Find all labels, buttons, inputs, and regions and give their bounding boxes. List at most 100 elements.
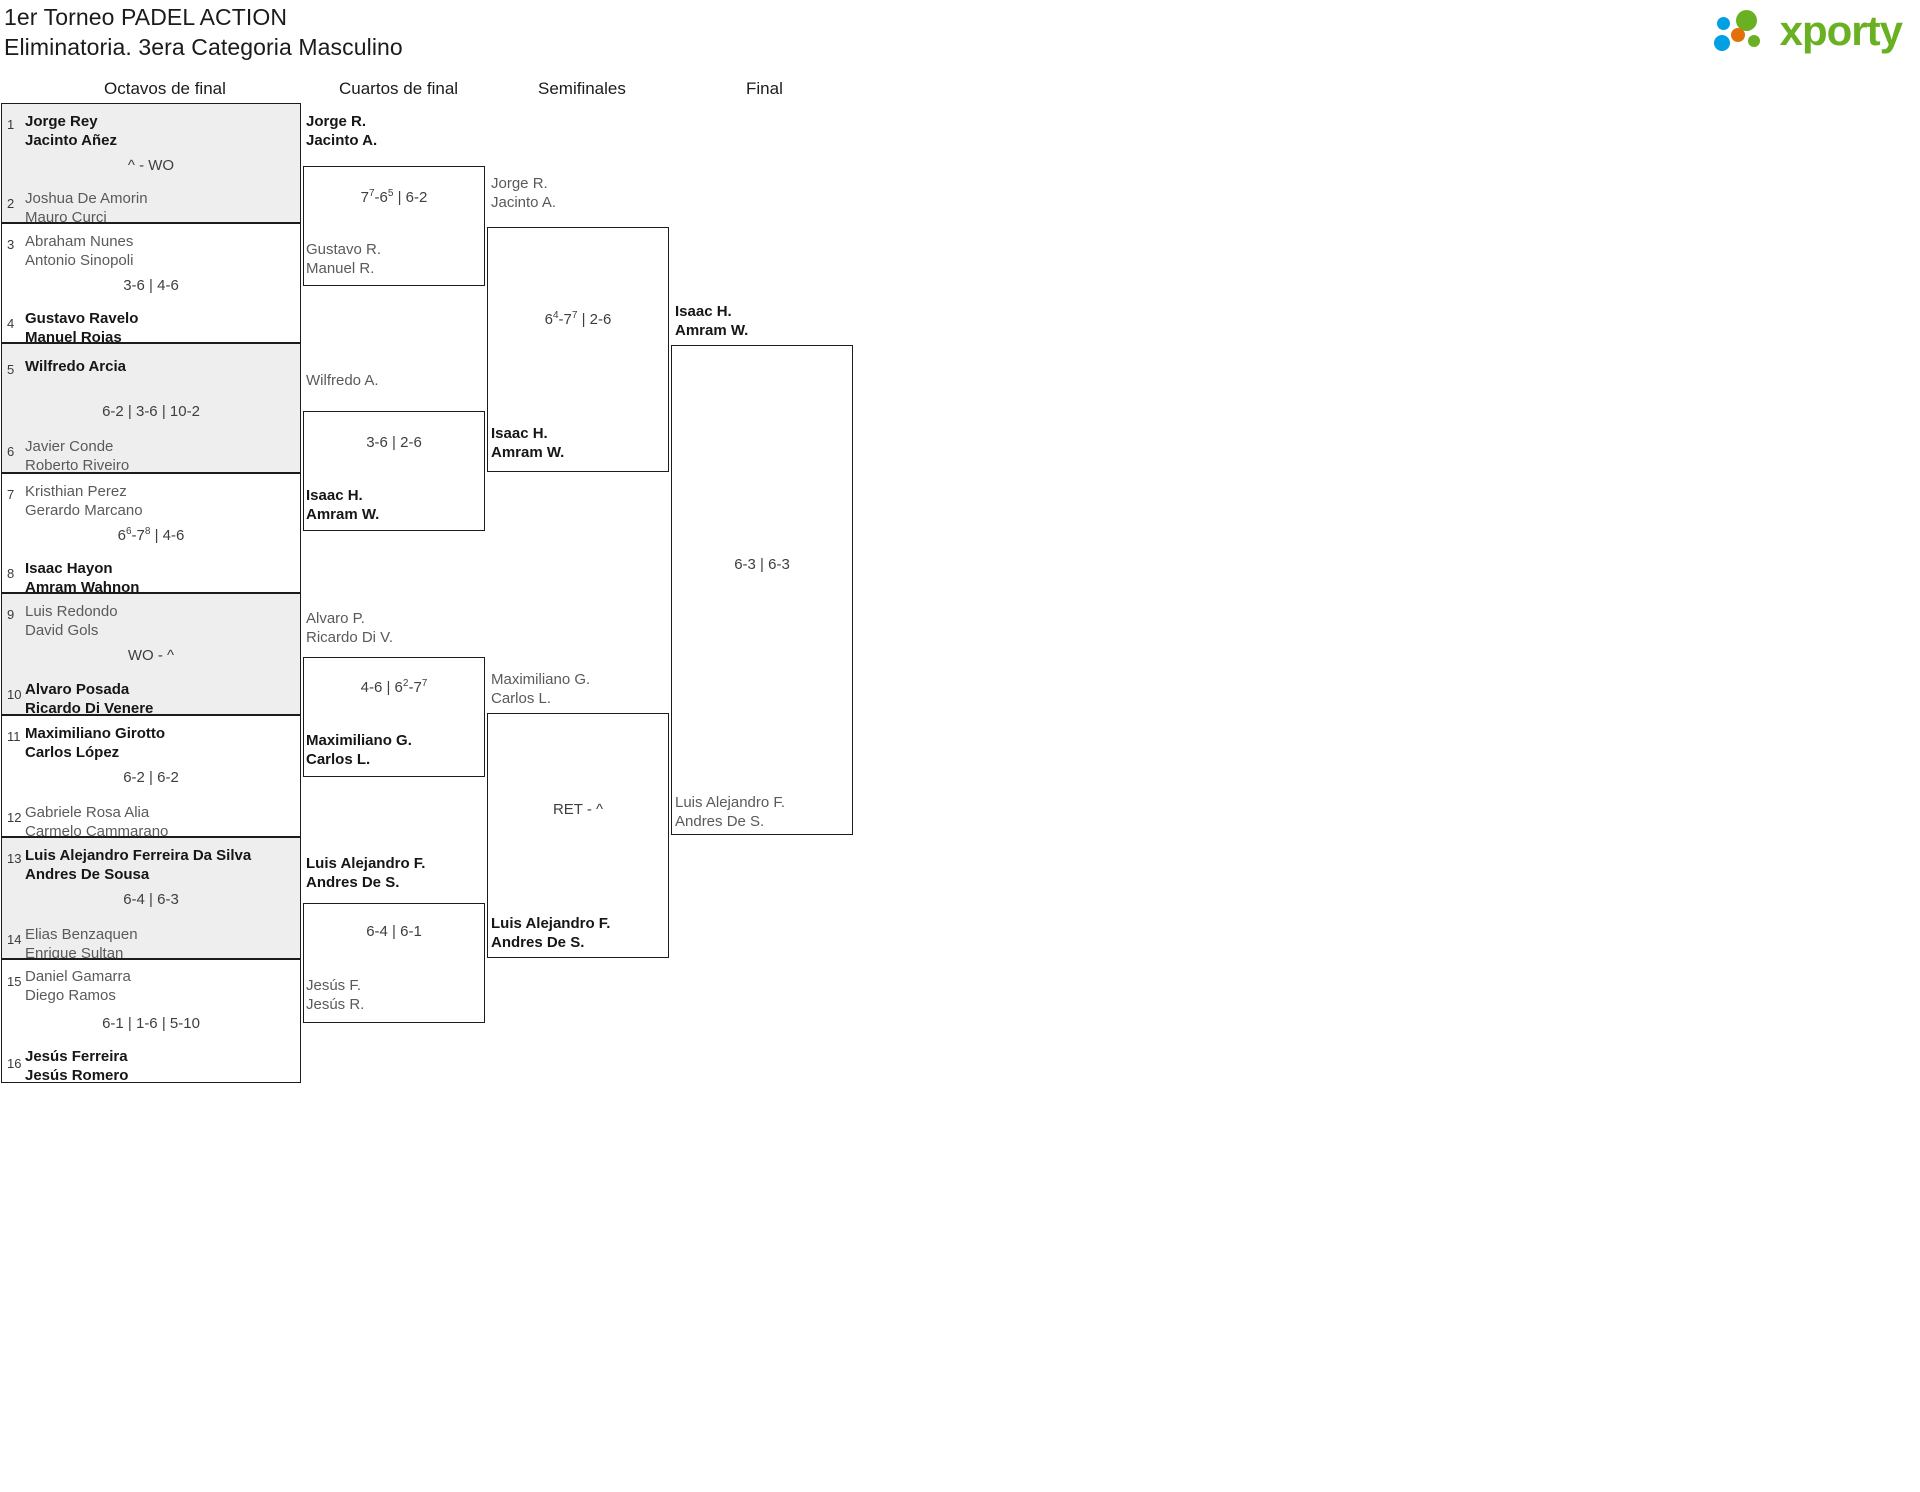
seed-number: 5	[7, 362, 15, 377]
team-player-1: Alvaro Posada	[25, 681, 130, 698]
qf-match-3-top-team-second: Ricardo Di V.	[306, 628, 393, 647]
round-header-cuartos: Cuartos de final	[339, 79, 459, 98]
round-header-final: Final	[746, 79, 783, 98]
tournament-name: 1er Torneo PADEL ACTION	[4, 4, 288, 30]
team-player-2: Roberto Riveiro	[25, 457, 130, 474]
sf-match-2-top-team[interactable]: Maximiliano G. Carlos L.	[491, 670, 590, 708]
round-header-semifinales: Semifinales	[538, 79, 626, 98]
team-player-1: Luis Redondo	[25, 603, 118, 620]
team-player-1: Gustavo Ravelo	[25, 310, 139, 327]
sf-match-1-top-team[interactable]: Jorge R. Jacinto A.	[491, 174, 556, 212]
team-player-1: Maximiliano Girotto	[25, 725, 166, 742]
team-player-2: Jesús R.	[306, 996, 365, 1013]
qf-match-4-bracket	[303, 903, 485, 1023]
qf-match-4-score: 6-4 | 6-1	[366, 923, 422, 940]
r16-match-8[interactable]: 15 Daniel Gamarra Diego Ramos 6-1 | 1-6 …	[1, 959, 301, 1084]
team-player-2: Carmelo Cammarano	[25, 823, 169, 840]
r16-match-5[interactable]: 9 Luis Redondo David Gols WO - ^ 10 Alva…	[1, 593, 301, 717]
team-player-2: Jacinto A.	[491, 194, 557, 211]
sf-match-1-bottom-team[interactable]: Isaac H. Amram W.	[491, 424, 564, 462]
seed-number: 8	[7, 566, 15, 581]
round-header-octavos: Octavos de final	[104, 79, 226, 98]
qf-match-2-bracket	[303, 411, 485, 531]
qf-match-1-bottom-team[interactable]: Gustavo R. Manuel R.	[306, 240, 381, 278]
match-score: 3-6 | 4-6	[123, 277, 179, 294]
seed-number: 2	[7, 196, 15, 211]
team-player-1: Jesús Ferreira	[25, 1048, 128, 1065]
match-score: 6-4 | 6-3	[123, 891, 179, 908]
final-top-team[interactable]: Isaac H. Amram W.	[675, 302, 748, 340]
match-score: WO - ^	[127, 647, 175, 664]
seed-number: 1	[7, 117, 15, 132]
page-title: 1er Torneo PADEL ACTION Eliminatoria. 3e…	[4, 2, 403, 62]
team-player-1: Jorge R.	[306, 113, 367, 130]
team-player-1: Wilfredo Arcia	[25, 358, 126, 375]
team-player-2: Amram Wahnon	[25, 579, 140, 596]
seed-number: 12	[7, 810, 22, 825]
qf-match-3-score: 4-6 | 62-77	[360, 678, 428, 697]
qf-match-1-top-team[interactable]: Jorge R. Jacinto A.	[306, 112, 377, 150]
qf-match-3-bottom-team[interactable]: Maximiliano G. Carlos L.	[306, 731, 412, 769]
team-player-2: Jacinto A.	[306, 132, 378, 149]
seed-number: 10	[7, 687, 22, 702]
team-player-1: Maximiliano G.	[306, 732, 412, 749]
team-player-2: Carlos L.	[306, 751, 371, 768]
qf-match-2-bottom-team[interactable]: Isaac H. Amram W.	[306, 486, 379, 524]
xporty-dots-icon	[1713, 8, 1772, 54]
team-player-1: Gustavo R.	[306, 241, 382, 258]
r16-match-2[interactable]: 3 Abraham Nunes Antonio Sinopoli 3-6 | 4…	[1, 223, 301, 346]
qf-match-4-bottom-team[interactable]: Jesús F. Jesús R.	[306, 976, 364, 1014]
team-player-2: Carlos López	[25, 744, 120, 761]
seed-number: 11	[7, 729, 21, 744]
sf-match-1-score: 64-77 | 2-6	[544, 310, 612, 329]
team-player-2: Ricardo Di V.	[306, 629, 393, 646]
qf-match-1-score: 77-65 | 6-2	[360, 188, 428, 207]
seed-number: 15	[7, 974, 22, 989]
qf-match-2-top-team[interactable]: Wilfredo A.	[306, 371, 379, 390]
team-player-1: Wilfredo A.	[306, 372, 379, 389]
team-player-2: Enrique Sultan	[25, 945, 124, 962]
final-bracket	[671, 345, 853, 835]
seed-number: 3	[7, 237, 15, 252]
team-player-2: Diego Ramos	[25, 987, 116, 1004]
seed-number: 4	[7, 316, 15, 331]
team-player-2: Gerardo Marcano	[25, 502, 143, 519]
team-player-1: Javier Conde	[25, 438, 114, 455]
r16-match-4[interactable]: 7 Kristhian Perez Gerardo Marcano 66-78 …	[1, 473, 301, 596]
team-player-2: Jesús Romero	[25, 1067, 129, 1084]
team-player-1: Jorge Rey	[25, 113, 98, 130]
team-player-2: Amram W.	[306, 506, 380, 523]
team-player-2: David Gols	[25, 622, 99, 639]
team-player-2: Andres De S.	[306, 874, 400, 891]
seed-number: 6	[7, 444, 15, 459]
team-player-1: Abraham Nunes	[25, 233, 134, 250]
team-player-2: Jacinto Añez	[25, 132, 117, 149]
seed-number: 16	[7, 1056, 22, 1071]
r16-match-7[interactable]: 13 Luis Alejandro Ferreira Da Silva Andr…	[1, 837, 301, 962]
match-score: 66-78 | 4-6	[117, 526, 185, 545]
xporty-logo: xporty	[1713, 8, 1903, 54]
seed-number: 14	[7, 932, 22, 947]
team-player-2: Amram W.	[491, 444, 565, 461]
qf-match-2-score: 3-6 | 2-6	[366, 434, 422, 451]
team-player-2: Ricardo Di Venere	[25, 700, 154, 717]
team-player-1: Kristhian Perez	[25, 483, 127, 500]
team-player-2: Amram W.	[675, 322, 749, 339]
team-player-2: Antonio Sinopoli	[25, 252, 134, 269]
r16-match-3[interactable]: 5 Wilfredo Arcia 6-2 | 3-6 | 10-2 6 Javi…	[1, 343, 301, 474]
tournament-category: Eliminatoria. 3era Categoria Masculino	[4, 34, 403, 60]
team-player-2: Mauro Curci	[25, 209, 107, 226]
seed-number: 7	[7, 487, 15, 502]
r16-match-1[interactable]: 1 Jorge Rey Jacinto Añez ^ - WO 2 Joshua…	[1, 103, 301, 226]
sf-match-2-bracket	[487, 713, 669, 958]
final-bottom-team[interactable]: Luis Alejandro F. Andres De S.	[675, 793, 785, 831]
team-player-2: Manuel Rojas	[25, 329, 122, 346]
qf-match-3-top-team[interactable]: Alvaro P.	[306, 609, 365, 628]
team-player-1: Isaac Hayon	[25, 560, 113, 577]
qf-match-4-top-team[interactable]: Luis Alejandro F. Andres De S.	[306, 854, 425, 892]
sf-match-2-bottom-team[interactable]: Luis Alejandro F. Andres De S.	[491, 914, 610, 952]
team-player-1: Elias Benzaquen	[25, 926, 138, 943]
team-player-1: Joshua De Amorin	[25, 190, 148, 207]
r16-match-6[interactable]: 11 Maximiliano Girotto Carlos López 6-2 …	[1, 715, 301, 840]
